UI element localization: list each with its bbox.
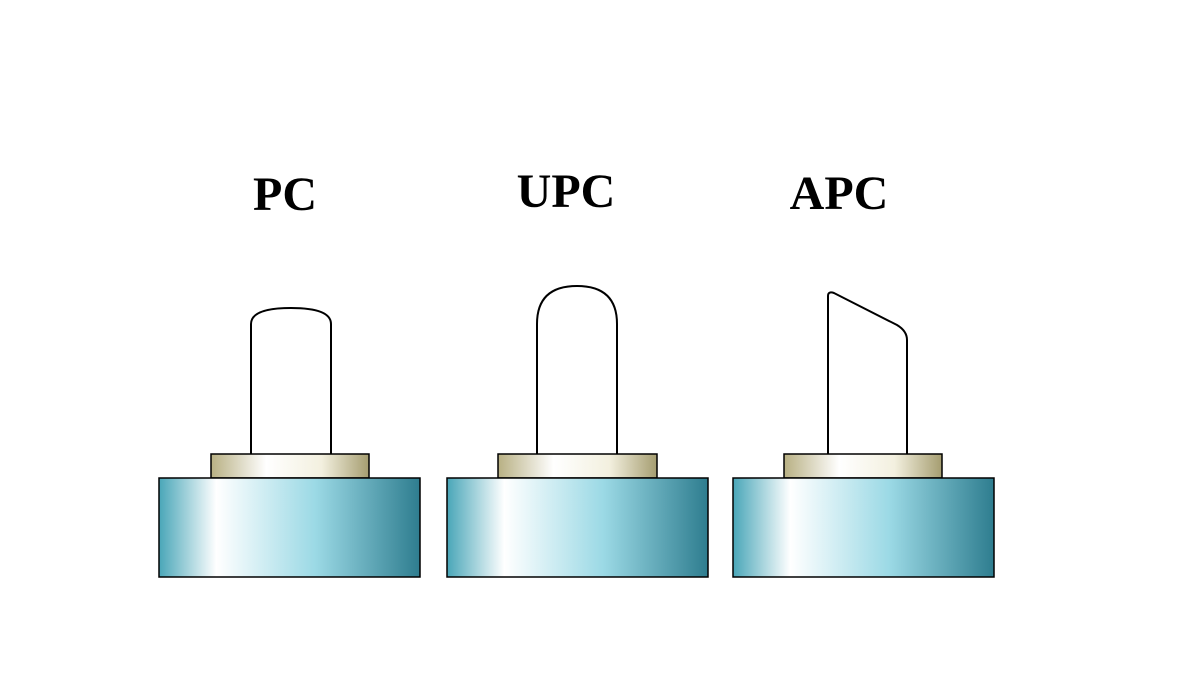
collar-apc <box>783 453 943 479</box>
ferrule-apc-endface <box>827 291 908 455</box>
collar-upc <box>497 453 658 479</box>
connector-label-pc: PC <box>253 168 317 221</box>
connector-label-apc: APC <box>790 167 889 220</box>
ferrule-upc-endface <box>536 284 618 455</box>
collar-pc <box>210 453 370 479</box>
base-upc <box>446 477 709 578</box>
connector-apc: APC <box>732 167 995 578</box>
connector-pc: PC <box>158 168 421 578</box>
connector-label-upc: UPC <box>517 165 616 218</box>
base-pc <box>158 477 421 578</box>
ferrule-pc-endface <box>250 306 332 455</box>
connector-upc: UPC <box>446 165 709 578</box>
base-apc <box>732 477 995 578</box>
